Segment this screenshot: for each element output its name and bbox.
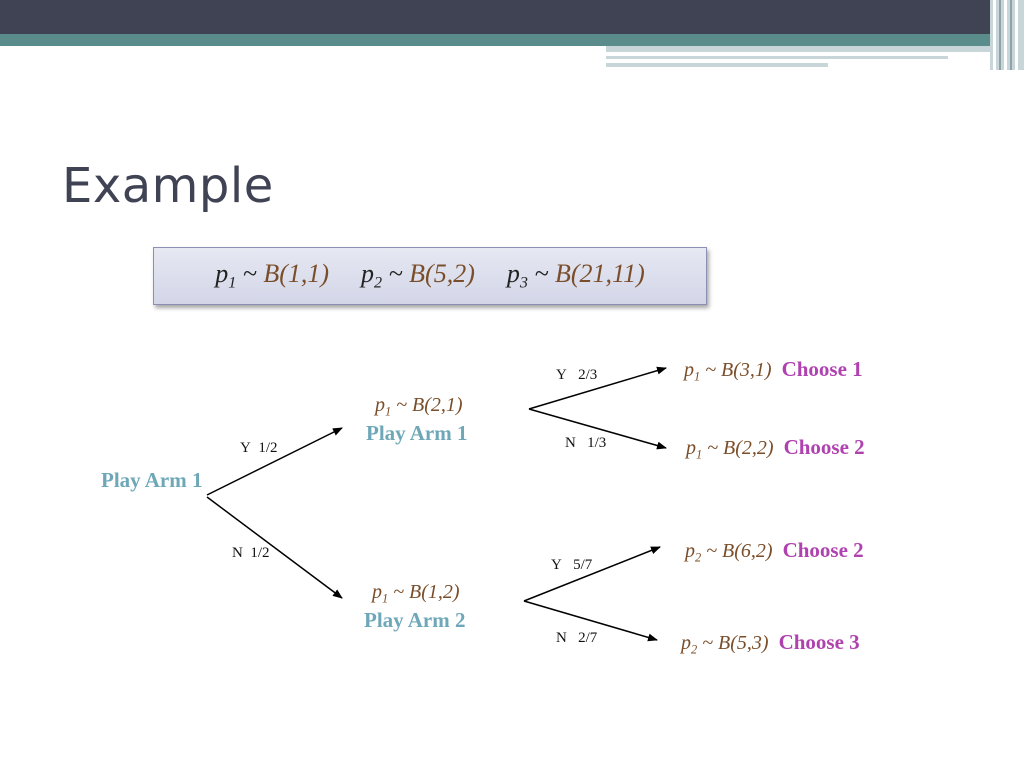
leaf-choice: Choose 2 — [783, 435, 865, 459]
prior-var: p — [215, 259, 229, 289]
edge-probability: 2/3 — [578, 367, 598, 383]
leaf-subscript: 1 — [696, 447, 703, 462]
prior-distributions-box: p1 ~ B(1,1) p2 ~ B(5,2) p3 ~ B(21,11) — [153, 247, 707, 305]
edge-probability: 2/7 — [578, 630, 598, 646]
upper-no-edge-label: N 1/3 — [565, 435, 606, 452]
leaf-dist: ~ B(6,2) — [701, 540, 773, 562]
root-no-edge-label: N 1/2 — [232, 545, 270, 562]
edge-lower-no — [523, 600, 658, 642]
upper-posterior: p1 ~ B(2,1) — [375, 394, 463, 419]
leaf-dist: ~ B(3,1) — [700, 359, 772, 381]
leaf-dist: ~ B(2,2) — [702, 437, 774, 459]
edge-outcome: N — [232, 545, 243, 561]
leaf-lower-no: p2 ~ B(5,3) Choose 3 — [681, 630, 860, 657]
leaf-subscript: 2 — [691, 642, 698, 657]
prior-dist: B(5,2) — [409, 259, 475, 289]
edge-outcome: Y — [551, 557, 562, 573]
leaf-var: p — [684, 359, 694, 381]
leaf-choice: Choose 2 — [782, 538, 864, 562]
leaf-var: p — [681, 632, 691, 654]
leaf-dist: ~ B(5,3) — [697, 632, 769, 654]
prior-p1: p1 ~ B(1,1) — [215, 259, 329, 293]
edge-probability: 1/2 — [250, 545, 270, 561]
edge-outcome: Y — [240, 440, 251, 456]
prior-tilde: ~ — [236, 259, 264, 289]
header-stripes — [990, 0, 1024, 70]
header-accent-bar — [606, 46, 1024, 52]
prior-subscript: 3 — [519, 274, 528, 292]
edge-outcome: Y — [556, 367, 567, 383]
prior-dist: B(1,1) — [263, 259, 330, 289]
lower-yes-edge-label: Y 5/7 — [551, 557, 592, 574]
prior-tilde: ~ — [527, 259, 556, 289]
root-action-label: Play Arm 1 — [101, 468, 203, 492]
edge-upper-yes — [528, 366, 667, 410]
leaf-var: p — [685, 540, 695, 562]
root-yes-edge-label: Y 1/2 — [240, 440, 278, 457]
prior-subscript: 2 — [374, 274, 383, 292]
lower-posterior: p1 ~ B(1,2) — [372, 581, 460, 606]
leaf-upper-yes: p1 ~ B(3,1) Choose 1 — [684, 357, 863, 384]
leaf-choice: Choose 1 — [781, 357, 863, 381]
leaf-subscript: 1 — [694, 369, 701, 384]
prior-tilde: ~ — [382, 259, 410, 289]
edge-probability: 5/7 — [573, 557, 593, 573]
posterior-var: p — [375, 394, 385, 416]
prior-var: p — [361, 259, 375, 289]
edge-root-no — [206, 496, 343, 599]
leaf-choice: Choose 3 — [778, 630, 860, 654]
posterior-subscript: 1 — [385, 404, 392, 419]
leaf-subscript: 2 — [695, 550, 702, 565]
edge-lower-yes — [523, 546, 661, 602]
prior-p3: p3 ~ B(21,11) — [507, 259, 645, 293]
leaf-var: p — [686, 437, 696, 459]
edge-probability: 1/2 — [258, 440, 278, 456]
header-accent-bar — [606, 56, 948, 59]
upper-action-label: Play Arm 1 — [366, 421, 468, 445]
edge-probability: 1/3 — [587, 435, 607, 451]
lower-no-edge-label: N 2/7 — [556, 630, 597, 647]
header-teal-band — [0, 34, 1024, 46]
posterior-var: p — [372, 581, 382, 603]
prior-dist: B(21,11) — [555, 259, 645, 289]
upper-yes-edge-label: Y 2/3 — [556, 367, 597, 384]
leaf-upper-no: p1 ~ B(2,2) Choose 2 — [686, 435, 865, 462]
edge-outcome: N — [565, 435, 576, 451]
header-accent-bar — [606, 63, 828, 67]
page-title: Example — [62, 158, 274, 214]
posterior-dist: ~ B(1,2) — [388, 581, 460, 603]
header-dark-band — [0, 0, 1024, 34]
prior-p2: p2 ~ B(5,2) — [361, 259, 475, 293]
posterior-subscript: 1 — [382, 591, 389, 606]
edge-upper-no — [528, 408, 667, 450]
prior-subscript: 1 — [228, 274, 237, 292]
edge-root-yes — [206, 427, 343, 496]
prior-var: p — [506, 259, 520, 289]
edge-outcome: N — [556, 630, 567, 646]
posterior-dist: ~ B(2,1) — [391, 394, 463, 416]
leaf-lower-yes: p2 ~ B(6,2) Choose 2 — [685, 538, 864, 565]
lower-action-label: Play Arm 2 — [364, 608, 466, 632]
